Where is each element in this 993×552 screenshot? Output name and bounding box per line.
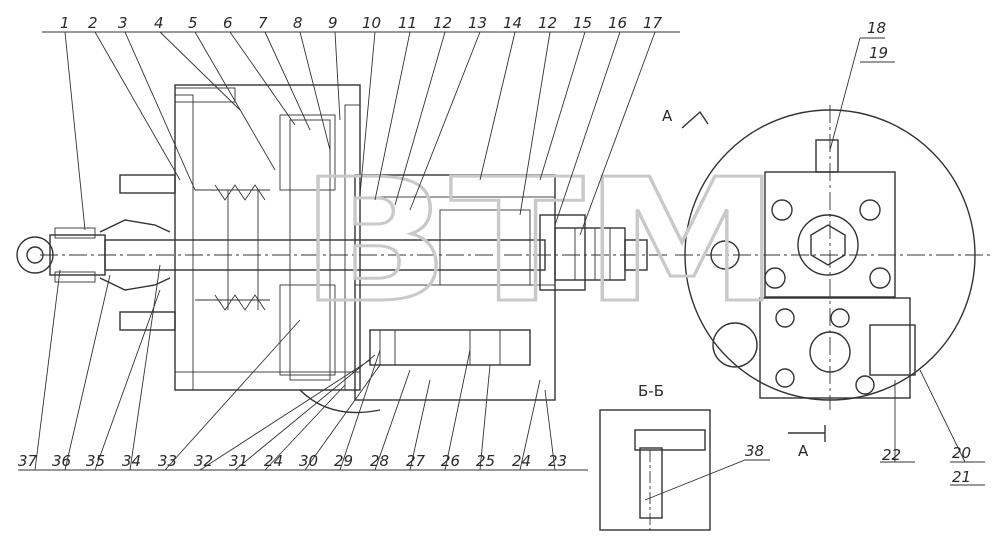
callout-9: 9 (328, 14, 338, 32)
callout-3: 3 (118, 14, 128, 32)
side-leaders (644, 37, 985, 501)
callout-10: 10 (362, 14, 381, 32)
callout-26: 26 (441, 452, 460, 470)
callout-18: 18 (867, 19, 886, 37)
top-leaders (64, 31, 656, 236)
bottom-leaders (34, 264, 556, 471)
view-a-arrow-top (681, 110, 709, 129)
callout-2: 2 (88, 14, 98, 32)
section-detail (599, 409, 711, 531)
callout-37: 37 (18, 452, 38, 470)
top-labels: 1 2 3 4 5 6 7 8 9 10 11 12 13 14 12 15 1… (60, 14, 663, 32)
callout-15: 15 (573, 14, 592, 32)
callout-11: 11 (398, 14, 417, 32)
view-a-label-top: А (662, 107, 673, 125)
callout-16: 16 (608, 14, 627, 32)
callout-33: 33 (158, 452, 177, 470)
callout-38: 38 (745, 442, 764, 460)
callout-34: 34 (122, 452, 141, 470)
callout-13: 13 (468, 14, 487, 32)
callout-17: 17 (643, 14, 663, 32)
callout-21: 21 (952, 468, 971, 486)
watermark-text: BTM (300, 143, 780, 341)
callout-29: 29 (334, 452, 353, 470)
callout-25: 25 (476, 452, 495, 470)
callout-31: 31 (229, 452, 248, 470)
callout-20: 20 (952, 444, 971, 462)
callout-8: 8 (293, 14, 303, 32)
callout-23: 23 (548, 452, 567, 470)
callout-35: 35 (86, 452, 105, 470)
view-a-arrow-bottom (788, 425, 826, 442)
callout-24b: 24 (512, 452, 531, 470)
callout-12: 12 (433, 14, 452, 32)
callout-14: 14 (503, 14, 522, 32)
cylinder-section (16, 84, 670, 414)
callout-30: 30 (299, 452, 318, 470)
callout-6: 6 (223, 14, 233, 32)
callout-7: 7 (258, 14, 268, 32)
callout-27: 27 (406, 452, 426, 470)
callout-22: 22 (882, 446, 901, 464)
callout-4: 4 (154, 14, 164, 32)
callout-1: 1 (60, 14, 70, 32)
callout-19: 19 (869, 44, 888, 62)
callout-5: 5 (188, 14, 198, 32)
section-bb-label: Б-Б (638, 382, 664, 400)
callout-12b: 12 (538, 14, 557, 32)
bottom-labels: 37 36 35 34 33 32 31 24 30 29 28 27 26 2… (18, 452, 567, 470)
end-view (675, 105, 990, 410)
callout-32: 32 (194, 452, 213, 470)
view-a-label-bottom: А (798, 442, 809, 460)
side-labels: 18 19 22 20 21 38 (745, 19, 971, 486)
callout-28: 28 (370, 452, 389, 470)
callout-36: 36 (52, 452, 71, 470)
callout-24a: 24 (264, 452, 283, 470)
